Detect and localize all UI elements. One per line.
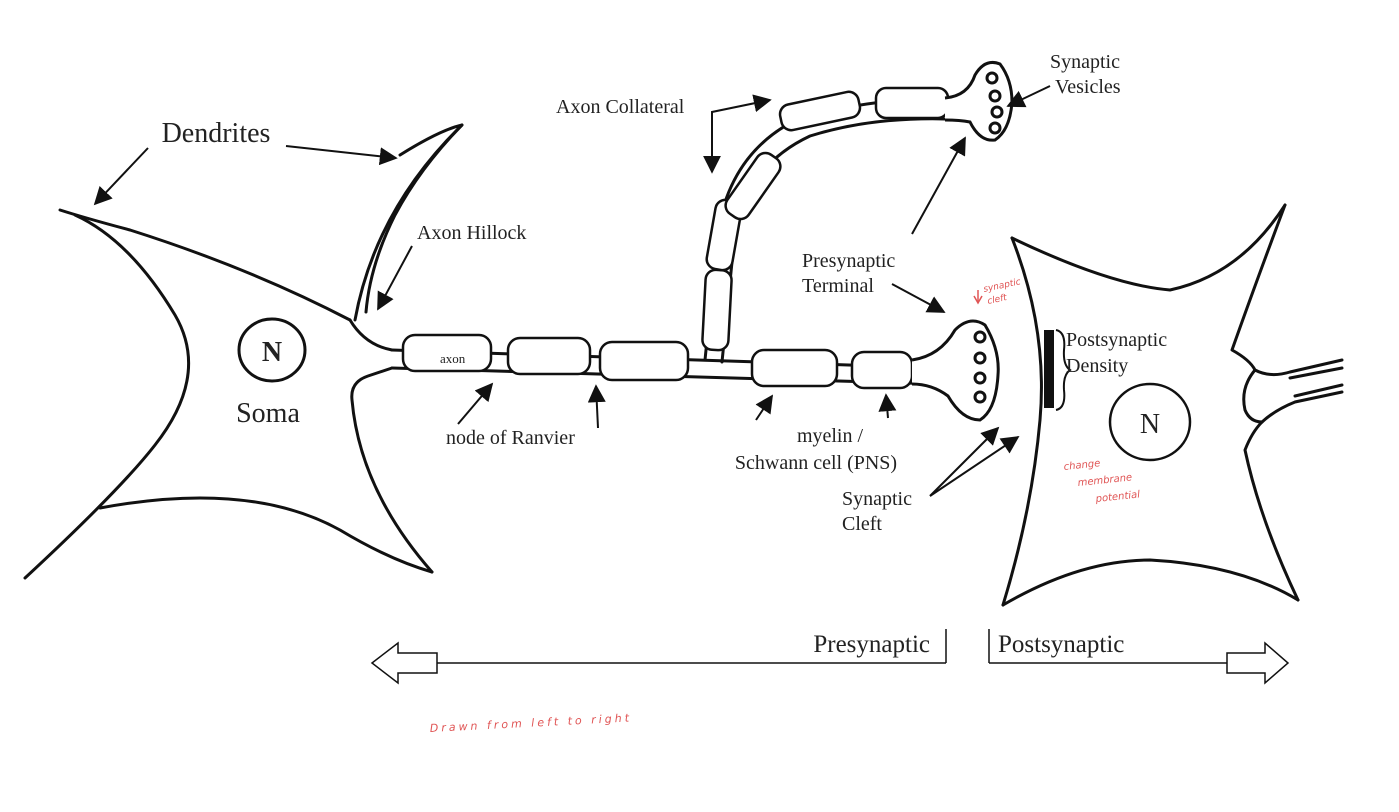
nucleus-left-label: N <box>262 337 282 368</box>
node-of-ranvier-label: node of Ranvier <box>446 427 575 449</box>
nucleus-left <box>237 317 307 383</box>
synaptic-vesicles-label-2: Vesicles <box>1055 76 1121 98</box>
membrane-note-3: potential <box>1094 489 1141 505</box>
myelin-segment <box>506 336 592 376</box>
synaptic-vesicles-label-1: Synaptic <box>1050 51 1120 73</box>
myelin-segment <box>598 340 690 382</box>
postsynaptic-label: Postsynaptic <box>998 631 1124 658</box>
synaptic-cleft-note-2: cleft <box>987 293 1009 307</box>
postsynaptic-density <box>1044 330 1054 408</box>
synaptic-vesicles-main <box>973 330 987 404</box>
myelin-segment <box>850 350 914 390</box>
axon-hillock-label: Axon Hillock <box>417 222 526 244</box>
presynaptic-terminal-arrow-down <box>891 283 946 313</box>
handwritten-membrane-note: change membrane potential <box>1063 458 1141 505</box>
myelin-segment <box>401 333 493 373</box>
soma-outline <box>23 123 464 580</box>
axon-collateral-arrows <box>703 94 772 174</box>
synaptic-cleft-label-2: Cleft <box>842 513 882 535</box>
nucleus-right-label: N <box>1140 409 1160 440</box>
postsynaptic-direction-arrow <box>988 629 1290 685</box>
synaptic-cleft-label-1: Synaptic <box>842 488 912 510</box>
axon-label: axon <box>440 351 466 366</box>
axon-hillock-arrow <box>377 245 413 311</box>
myelin-segment <box>750 348 839 388</box>
presynaptic-terminal-label-1: Presynaptic <box>802 250 895 272</box>
membrane-note-2: membrane <box>1077 472 1133 489</box>
postsynaptic-density-bracket <box>1055 329 1072 411</box>
membrane-note-1: change <box>1063 458 1101 473</box>
presynaptic-terminal-label-2: Terminal <box>802 275 874 297</box>
handwritten-synaptic-cleft-note: synaptic cleft <box>973 277 1022 307</box>
presynaptic-terminal-arrow-up <box>911 136 966 235</box>
synaptic-vesicles-arrow <box>1006 85 1051 108</box>
nucleus-right <box>1108 382 1192 462</box>
postsynaptic-axon-stub <box>1253 358 1344 424</box>
myelin-sheaths-main <box>401 333 914 390</box>
postsynaptic-density-label-1: Postsynaptic <box>1066 329 1167 351</box>
presynaptic-terminal-collateral <box>944 60 1014 142</box>
synaptic-vesicles-collateral <box>985 71 1004 135</box>
node-arrow-2 <box>587 384 606 429</box>
soma-label: Soma <box>236 398 300 429</box>
myelin-arrow-2 <box>878 393 897 419</box>
presynaptic-label: Presynaptic <box>813 631 930 658</box>
presynaptic-direction-arrow <box>370 629 947 685</box>
synaptic-cleft-note-1: synaptic <box>983 277 1022 295</box>
dendrites-arrow-left <box>93 147 149 206</box>
node-arrow-1 <box>457 382 494 425</box>
postsynaptic-density-label-2: Density <box>1066 355 1128 377</box>
axon-collateral <box>703 96 972 364</box>
drawn-direction-note: Drawn from left to right <box>429 711 632 735</box>
synaptic-cleft-arrow-2 <box>929 435 1020 497</box>
synaptic-cleft-arrow-1 <box>929 426 1000 497</box>
myelin-label-1: myelin / <box>797 425 864 447</box>
myelin-sheaths-collateral <box>701 86 950 352</box>
dendrites-label: Dendrites <box>162 118 271 149</box>
myelin-label-2: Schwann cell (PNS) <box>735 452 897 474</box>
myelin-arrow-1 <box>755 394 773 421</box>
dendrites-arrow-right <box>285 145 398 166</box>
axon-collateral-label: Axon Collateral <box>556 96 685 118</box>
postsynaptic-cell-outline <box>1001 203 1300 607</box>
